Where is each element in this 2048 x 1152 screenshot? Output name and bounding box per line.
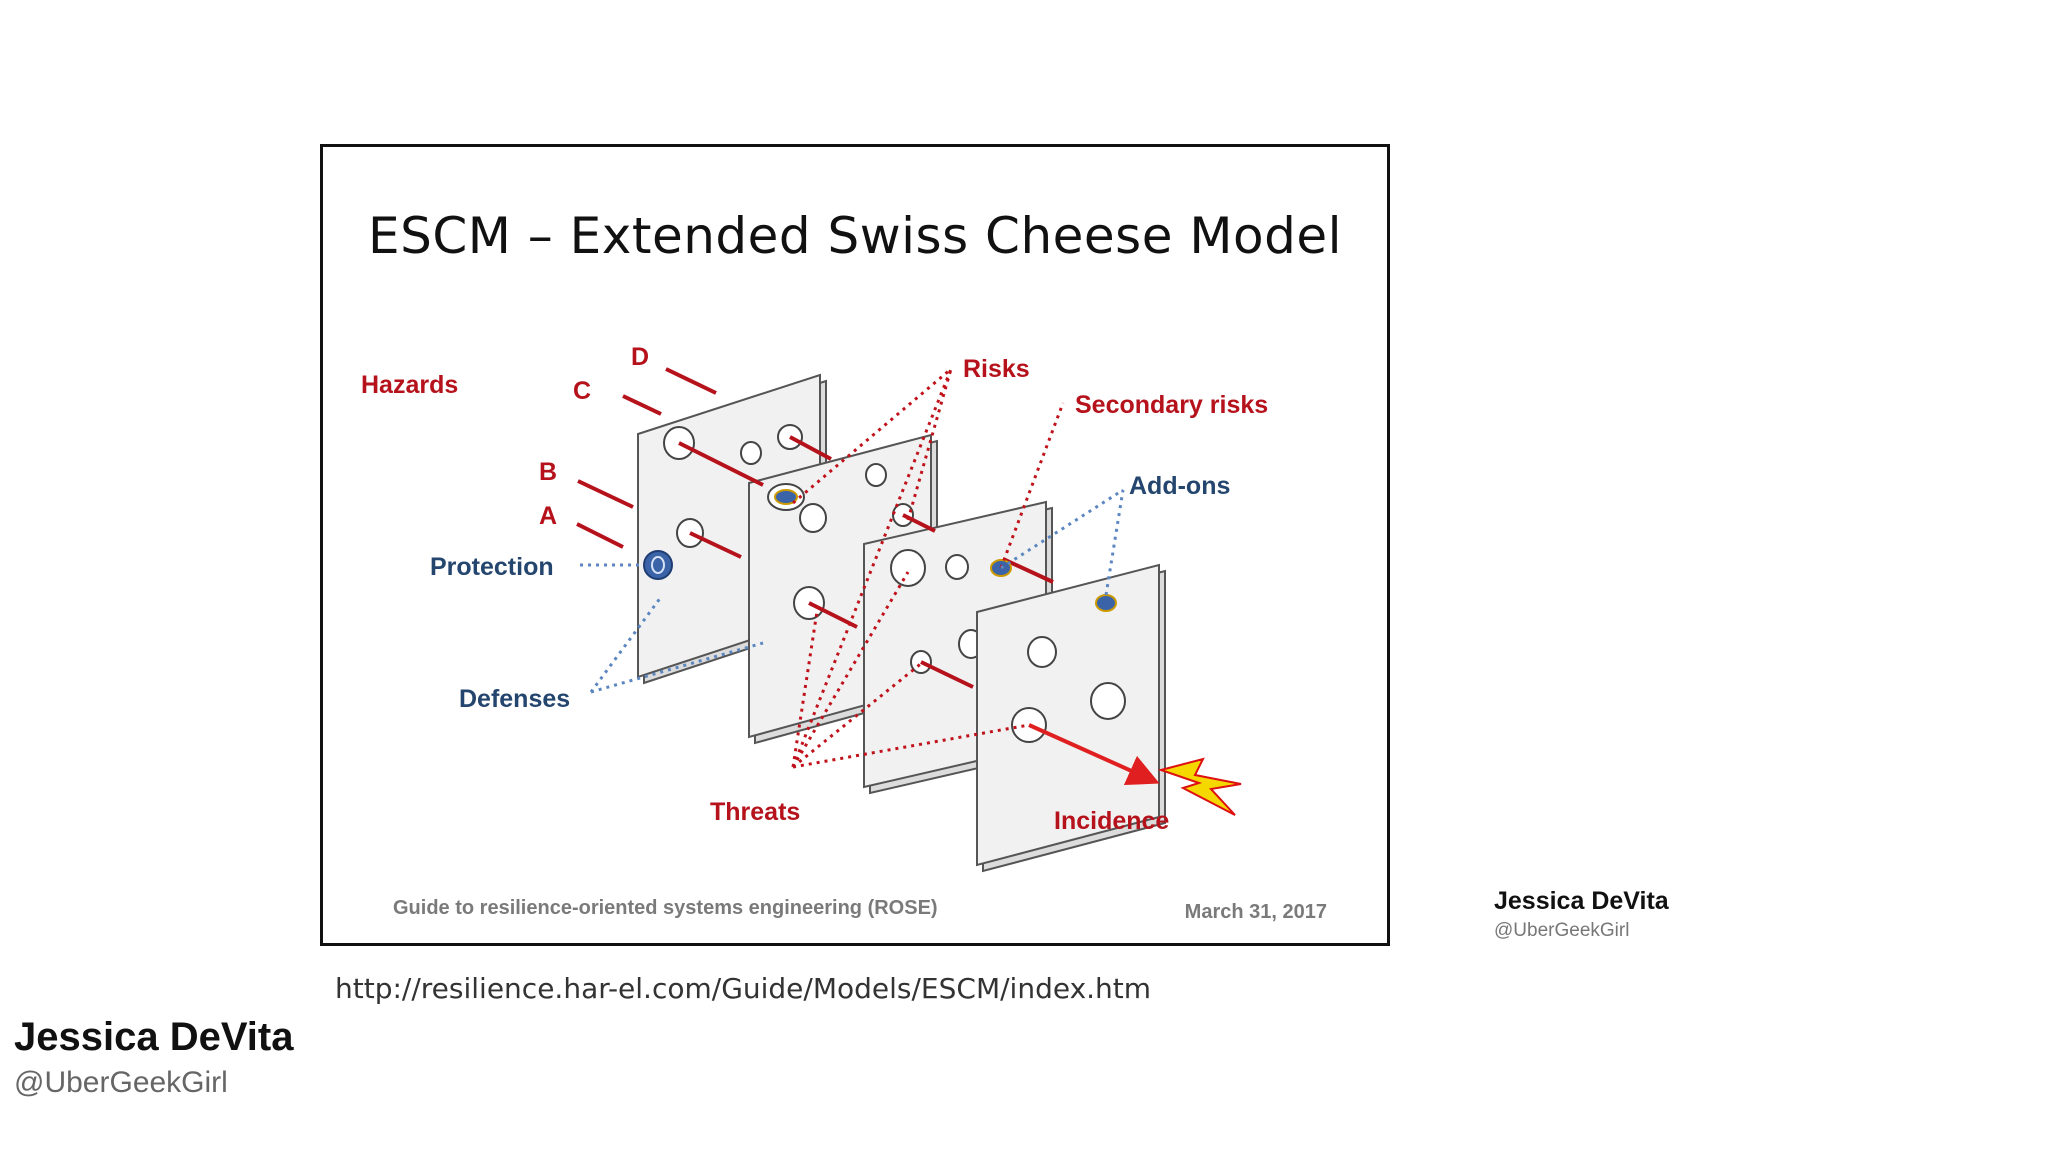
author-watermark-small: Jessica DeVita @UberGeekGirl bbox=[1494, 887, 1669, 942]
label-threats: Threats bbox=[710, 798, 800, 826]
escm-diagram: Hazards D C B A Risks Secondary risks Ad… bbox=[361, 343, 1268, 873]
hazard-lines bbox=[576, 367, 1054, 689]
hazard-line-a-inner bbox=[689, 531, 742, 559]
label-defenses: Defenses bbox=[459, 685, 570, 713]
cheese-slice-4 bbox=[976, 563, 1166, 873]
hazard-line-a bbox=[576, 522, 624, 549]
source-url: http://resilience.har-el.com/Guide/Model… bbox=[335, 972, 1152, 1005]
slide-footer-source: Guide to resilience-oriented systems eng… bbox=[393, 897, 938, 919]
add-on-token-icon bbox=[774, 489, 798, 505]
slide-footer-date: March 31, 2017 bbox=[1184, 901, 1327, 923]
hazard-line-c-outer bbox=[622, 394, 662, 416]
hole bbox=[890, 549, 926, 587]
hazard-line-c-inner bbox=[678, 441, 764, 487]
hazard-line-slice3-right bbox=[1002, 557, 1054, 584]
hazard-line-b bbox=[577, 479, 634, 509]
slide-frame: ESCM – Extended Swiss Cheese Model bbox=[320, 144, 1390, 946]
add-on-token-icon bbox=[1095, 594, 1117, 612]
author-name: Jessica DeVita bbox=[1494, 887, 1669, 915]
hazard-line-d-inner bbox=[789, 435, 832, 461]
label-add-ons: Add-ons bbox=[1129, 472, 1230, 500]
author-watermark-large: Jessica DeVita @UberGeekGirl bbox=[14, 1015, 293, 1100]
hole bbox=[740, 441, 762, 465]
hazard-line-d bbox=[665, 367, 717, 395]
hole bbox=[865, 463, 887, 487]
hole bbox=[945, 554, 969, 580]
threat-risk-dotted-lines bbox=[791, 367, 1065, 769]
label-protection: Protection bbox=[430, 553, 554, 581]
label-risks: Risks bbox=[963, 355, 1030, 383]
label-secondary-risks: Secondary risks bbox=[1075, 391, 1268, 419]
hole bbox=[1027, 636, 1057, 668]
slide-title: ESCM – Extended Swiss Cheese Model bbox=[367, 207, 1342, 265]
author-handle: @UberGeekGirl bbox=[14, 1066, 228, 1099]
defense-addon-dotted-lines bbox=[580, 488, 1125, 694]
hole bbox=[1090, 682, 1126, 720]
label-b: B bbox=[539, 458, 557, 486]
hazard-line-slice3-low bbox=[920, 660, 974, 689]
label-c: C bbox=[573, 377, 591, 405]
label-hazards: Hazards bbox=[361, 371, 458, 399]
author-name: Jessica DeVita bbox=[14, 1015, 294, 1059]
author-handle: @UberGeekGirl bbox=[1494, 920, 1630, 941]
label-d: D bbox=[631, 343, 649, 371]
label-incidence: Incidence bbox=[1054, 807, 1169, 835]
incidence-arrow bbox=[1028, 723, 1160, 786]
protection-token-icon bbox=[643, 550, 673, 580]
lightning-bolt-icon bbox=[1157, 757, 1242, 816]
hole bbox=[799, 503, 827, 533]
label-a: A bbox=[539, 502, 557, 530]
